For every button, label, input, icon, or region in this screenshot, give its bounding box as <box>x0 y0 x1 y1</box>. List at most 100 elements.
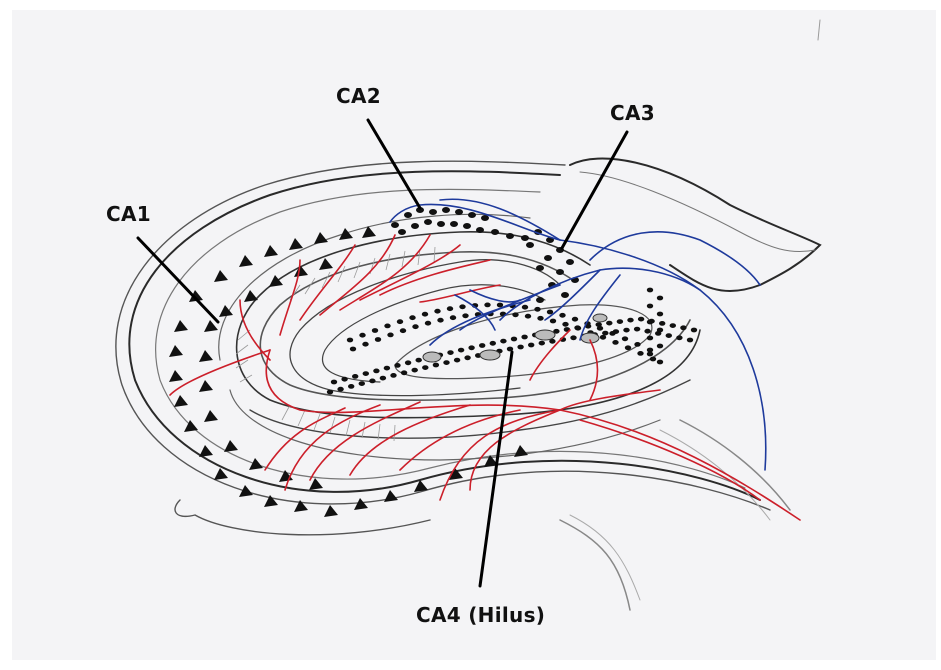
ca3-leader <box>562 132 627 248</box>
granule-cell <box>572 317 578 322</box>
granule-cell <box>409 315 415 320</box>
granule-cell <box>459 304 465 309</box>
granule-cell <box>602 331 608 336</box>
granule-cell <box>680 325 686 330</box>
granule-cell <box>657 296 663 301</box>
granule-cell <box>434 309 440 314</box>
granule-cell <box>352 374 358 379</box>
granule-cell <box>670 323 676 328</box>
granule-cell <box>666 333 672 338</box>
granule-cell <box>687 338 693 343</box>
granule-cell <box>647 352 653 357</box>
granule-cell <box>500 339 506 344</box>
granule-cell <box>638 317 644 322</box>
granule-cell <box>405 360 411 365</box>
granule-cell <box>562 322 568 327</box>
granule-cell <box>617 319 623 324</box>
granule-cell <box>691 328 697 333</box>
granule-cell <box>394 363 400 368</box>
granule-cell <box>497 303 503 308</box>
granule-cell <box>387 333 393 338</box>
granule-cell <box>622 336 628 341</box>
granule-cell <box>390 373 396 378</box>
granule-cell <box>657 344 663 349</box>
granule-cell <box>637 351 643 356</box>
granule-cell <box>447 306 453 311</box>
granule-cell <box>525 314 531 319</box>
granule-cell <box>454 358 460 363</box>
granule-cell <box>397 319 403 324</box>
label-ca1: CA1 <box>106 202 151 226</box>
granule-cell <box>512 312 518 317</box>
granule-cell <box>550 319 556 324</box>
granule-cell <box>425 321 431 326</box>
granule-cell <box>347 338 353 343</box>
label-ca4-hilus: CA4 (Hilus) <box>416 603 545 627</box>
granule-cell <box>647 320 653 325</box>
granule-cell <box>327 390 333 395</box>
granule-cell <box>380 376 386 381</box>
granule-cell <box>400 328 406 333</box>
label-ca3: CA3 <box>610 101 655 125</box>
inner-layers <box>219 214 700 460</box>
ca4-leader <box>480 352 512 586</box>
granule-cell <box>634 327 640 332</box>
granule-cell <box>537 316 543 321</box>
granule-cell <box>359 333 365 338</box>
granule-cell <box>450 315 456 320</box>
leader-lines <box>138 120 627 586</box>
granule-cell <box>644 329 650 334</box>
granule-cell <box>412 368 418 373</box>
granule-cell <box>462 313 468 318</box>
granule-cell <box>511 337 517 342</box>
granule-cell <box>625 345 631 350</box>
granule-cell <box>433 363 439 368</box>
granule-cell <box>422 312 428 317</box>
granule-cell <box>657 312 663 317</box>
granule-cell <box>575 326 581 331</box>
granule-cell <box>359 381 365 386</box>
granule-cell <box>484 303 490 308</box>
granule-cell <box>443 360 449 365</box>
granule-cell <box>559 313 565 318</box>
granule-cell <box>522 305 528 310</box>
granule-cell <box>676 335 682 340</box>
granule-cell <box>609 331 615 336</box>
granule-cell <box>384 324 390 329</box>
granule-cell <box>647 288 653 293</box>
granule-cell <box>363 371 369 376</box>
granule-cell <box>375 337 381 342</box>
granule-cell <box>534 307 540 312</box>
granule-cell <box>659 321 665 326</box>
granule-cell <box>416 358 422 363</box>
granule-cell <box>437 318 443 323</box>
granule-cell <box>528 343 534 348</box>
granule-cell <box>401 370 407 375</box>
granule-cell <box>634 342 640 347</box>
granule-cell <box>597 326 603 331</box>
granule-cell <box>468 345 474 350</box>
granule-cell <box>479 343 485 348</box>
granule-cell <box>369 379 375 384</box>
granule-cell <box>647 336 653 341</box>
blue-fibers <box>390 199 766 470</box>
granule-cell <box>539 341 545 346</box>
granule-cell <box>600 335 606 340</box>
granule-cell <box>458 348 464 353</box>
granule-cell <box>521 335 527 340</box>
granule-cell <box>464 355 470 360</box>
granule-cell <box>331 380 337 385</box>
granule-cell <box>422 365 428 370</box>
granule-cell <box>490 341 496 346</box>
label-ca2: CA2 <box>336 84 381 108</box>
granule-cell <box>373 369 379 374</box>
granule-cell <box>341 377 347 382</box>
granule-cell <box>650 357 656 362</box>
granule-cell <box>384 366 390 371</box>
granule-cell <box>362 342 368 347</box>
granule-cell <box>412 324 418 329</box>
granule-cell <box>348 384 354 389</box>
granule-cell <box>623 328 629 333</box>
granule-cell <box>350 347 356 352</box>
